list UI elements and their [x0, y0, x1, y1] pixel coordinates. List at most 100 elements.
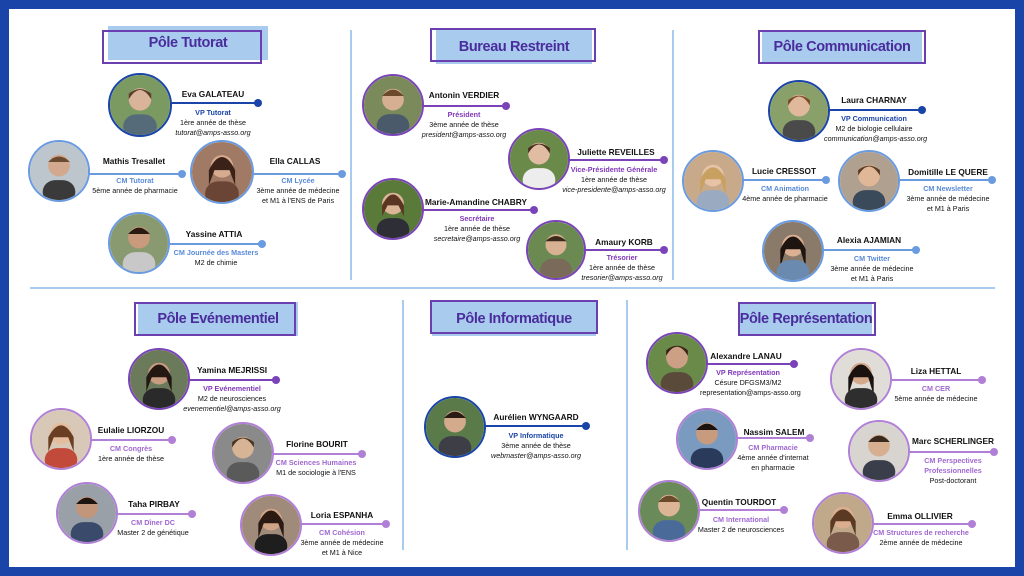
member-detail-2: et M1 à Paris [850, 274, 894, 283]
person-photo-icon [426, 398, 484, 456]
person-photo-icon [32, 410, 90, 468]
member-eva: Eva GALATEAU VP Tutorat 1ère année de th… [108, 73, 262, 137]
member-taha: Taha PIRBAY CM Dîner DC Master 2 de géné… [56, 482, 196, 544]
member-juliette: Juliette REVEILLES Vice-Présidente Génér… [508, 128, 668, 194]
member-role: VP Tutorat [195, 108, 231, 117]
member-detail: 1ère année de thèse [98, 454, 164, 463]
member-name: Juliette REVEILLES [577, 147, 655, 157]
avatar [362, 74, 424, 136]
person-photo-icon [30, 142, 88, 200]
avatar [762, 220, 824, 282]
member-role-2: Professionnelles [924, 466, 982, 475]
avatar [768, 80, 830, 142]
member-marc: Marc SCHERLINGER CM Perspectives Profess… [848, 420, 998, 485]
member-name: Alexia AJAMIAN [836, 235, 902, 245]
person-photo-icon [110, 75, 170, 135]
member-email: representation@amps-asso.org [700, 388, 801, 397]
member-detail: 4ème année de pharmacie [742, 194, 828, 203]
person-photo-icon [364, 180, 422, 238]
separator-bottom-left [402, 300, 404, 550]
avatar [56, 482, 118, 544]
member-role: CM Pharmacie [748, 443, 798, 452]
member-florine: Florine BOURIT CM Sciences Humaines M1 d… [212, 422, 366, 484]
member-role: CM Sciences Humaines [275, 458, 357, 467]
person-photo-icon [58, 484, 116, 542]
member-email: tresorier@amps-asso.org [581, 273, 663, 282]
member-name: Aurélien WYNGAARD [493, 412, 579, 422]
member-role: Président [447, 110, 481, 119]
person-photo-icon [528, 222, 584, 278]
member-name: Alexandre LANAU [710, 351, 782, 361]
avatar [812, 492, 874, 554]
member-detail: Post-doctorant [929, 476, 977, 485]
member-role: Trésorier [606, 253, 638, 262]
member-email: president@amps-asso.org [421, 130, 507, 139]
person-photo-icon [850, 422, 908, 480]
avatar [128, 348, 190, 410]
avatar [424, 396, 486, 458]
member-ella: Ella CALLAS CM Lycée 3ème année de médec… [190, 140, 346, 205]
member-detail-2: et M1 à Paris [926, 204, 970, 213]
member-role: CM Perspectives [924, 456, 982, 465]
avatar [190, 140, 254, 204]
avatar [108, 73, 172, 137]
member-role: CM Newsletter [923, 184, 973, 193]
separator-top-left [350, 30, 352, 280]
member-lucie: Lucie CRESSOT CM Animation 4ème année de… [682, 150, 830, 212]
member-detail: 3ème année de médecine [830, 264, 914, 273]
avatar [212, 422, 274, 484]
member-role: CM Animation [760, 184, 810, 193]
person-photo-icon [364, 76, 422, 134]
member-nassim: Nassim SALEM CM Pharmacie 4ème année d'i… [676, 408, 814, 472]
member-role: CM Lycée [281, 176, 315, 185]
member-detail: 4ème année d'internat [737, 453, 809, 462]
avatar [526, 220, 586, 280]
member-role: VP Représentation [716, 368, 780, 377]
person-photo-icon [684, 152, 742, 210]
member-role: Secrétaire [459, 214, 495, 223]
member-detail: 5ème année de pharmacie [92, 186, 178, 195]
member-email: communication@amps-asso.org [824, 134, 928, 143]
member-liza: Liza HETTAL CM CER 5ème année de médecin… [830, 348, 986, 410]
member-role: CM Journée des Masters [173, 248, 259, 257]
member-detail: 3ème année de thèse [429, 120, 499, 129]
person-photo-icon [110, 214, 168, 272]
member-detail: 2ème année de médecine [879, 538, 963, 547]
member-antonin: Antonin VERDIER Président 3ème année de … [362, 74, 510, 139]
member-name: Ella CALLAS [269, 156, 321, 166]
member-detail: 1ère année de thèse [581, 175, 647, 184]
section-title-bureau: Bureau Restreint [430, 28, 596, 64]
avatar [682, 150, 744, 212]
member-alexia: Alexia AJAMIAN CM Twitter 3ème année de … [762, 220, 922, 283]
member-role: CM Cohésion [319, 528, 365, 537]
person-photo-icon [510, 130, 568, 188]
member-detail-2: et M1 à l'ENS de Paris [261, 196, 335, 205]
member-role: VP Informatique [508, 431, 564, 440]
avatar [28, 140, 90, 202]
member-name: Lucie CRESSOT [751, 166, 817, 176]
avatar [362, 178, 424, 240]
person-photo-icon [764, 222, 822, 280]
member-emma: Emma OLLIVIER CM Structures de recherche… [812, 492, 978, 554]
member-detail: M2 de chimie [194, 258, 238, 267]
avatar [848, 420, 910, 482]
member-detail: 3ème année de médecine [906, 194, 990, 203]
person-photo-icon [640, 482, 698, 540]
member-detail: 3ème année de médecine [256, 186, 340, 195]
member-role: CM Tutorat [116, 176, 154, 185]
member-name: Mathis Tresallet [102, 156, 166, 166]
avatar [646, 332, 708, 394]
avatar [830, 348, 892, 410]
avatar [240, 494, 302, 556]
member-detail: 1ère année de thèse [444, 224, 510, 233]
member-name: Antonin VERDIER [428, 90, 500, 100]
member-name: Quentin TOURDOT [701, 497, 777, 507]
member-role: CM Twitter [853, 254, 891, 263]
member-name: Marie-Amandine CHABRY [424, 197, 528, 207]
person-photo-icon [814, 494, 872, 552]
member-detail: 1ère année de thèse [180, 118, 246, 127]
person-photo-icon [192, 142, 252, 202]
member-name: Taha PIRBAY [128, 499, 180, 509]
member-name: Nassim SALEM [743, 427, 805, 437]
member-loria: Loria ESPANHA CM Cohésion 3ème année de … [240, 494, 390, 557]
